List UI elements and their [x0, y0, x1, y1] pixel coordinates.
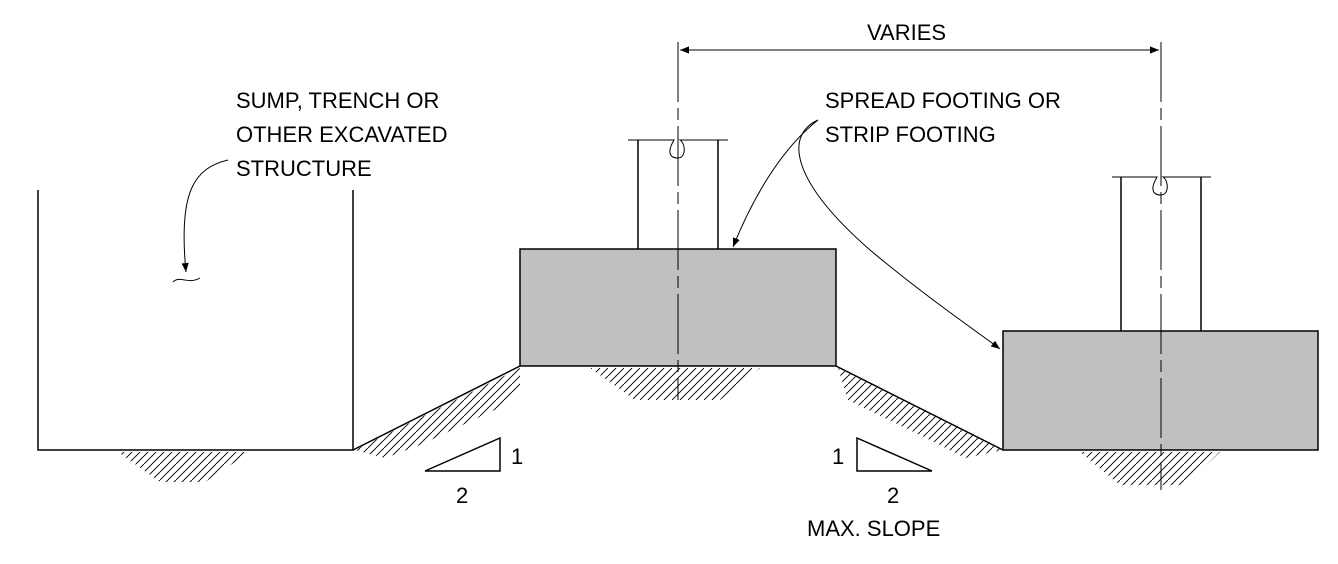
slope-triangle-left	[424, 436, 501, 472]
sump-structure	[37, 190, 354, 451]
footing-label-line1: SPREAD FOOTING OR	[825, 88, 1061, 113]
leader-footing-right	[798, 119, 1001, 350]
varies-label: VARIES	[867, 20, 946, 45]
ground-profile	[352, 365, 1004, 451]
sump-label-line3: STRUCTURE	[236, 156, 372, 181]
sump-label-line1: SUMP, TRENCH OR	[236, 88, 439, 113]
footing-label-line2: STRIP FOOTING	[825, 122, 996, 147]
soil-hatching	[118, 368, 1220, 485]
slope-right-run: 2	[887, 483, 899, 508]
leader-sump	[181, 159, 229, 273]
leader-sump-tail	[172, 277, 201, 283]
sump-label-line2: OTHER EXCAVATED	[236, 122, 447, 147]
max-slope-label: MAX. SLOPE	[807, 516, 940, 541]
slope-left-run: 2	[456, 483, 468, 508]
slope-left-rise: 1	[511, 444, 523, 469]
slope-triangle-right	[856, 436, 933, 472]
leader-footing-left	[732, 119, 819, 248]
slope-right-rise: 1	[832, 444, 844, 469]
